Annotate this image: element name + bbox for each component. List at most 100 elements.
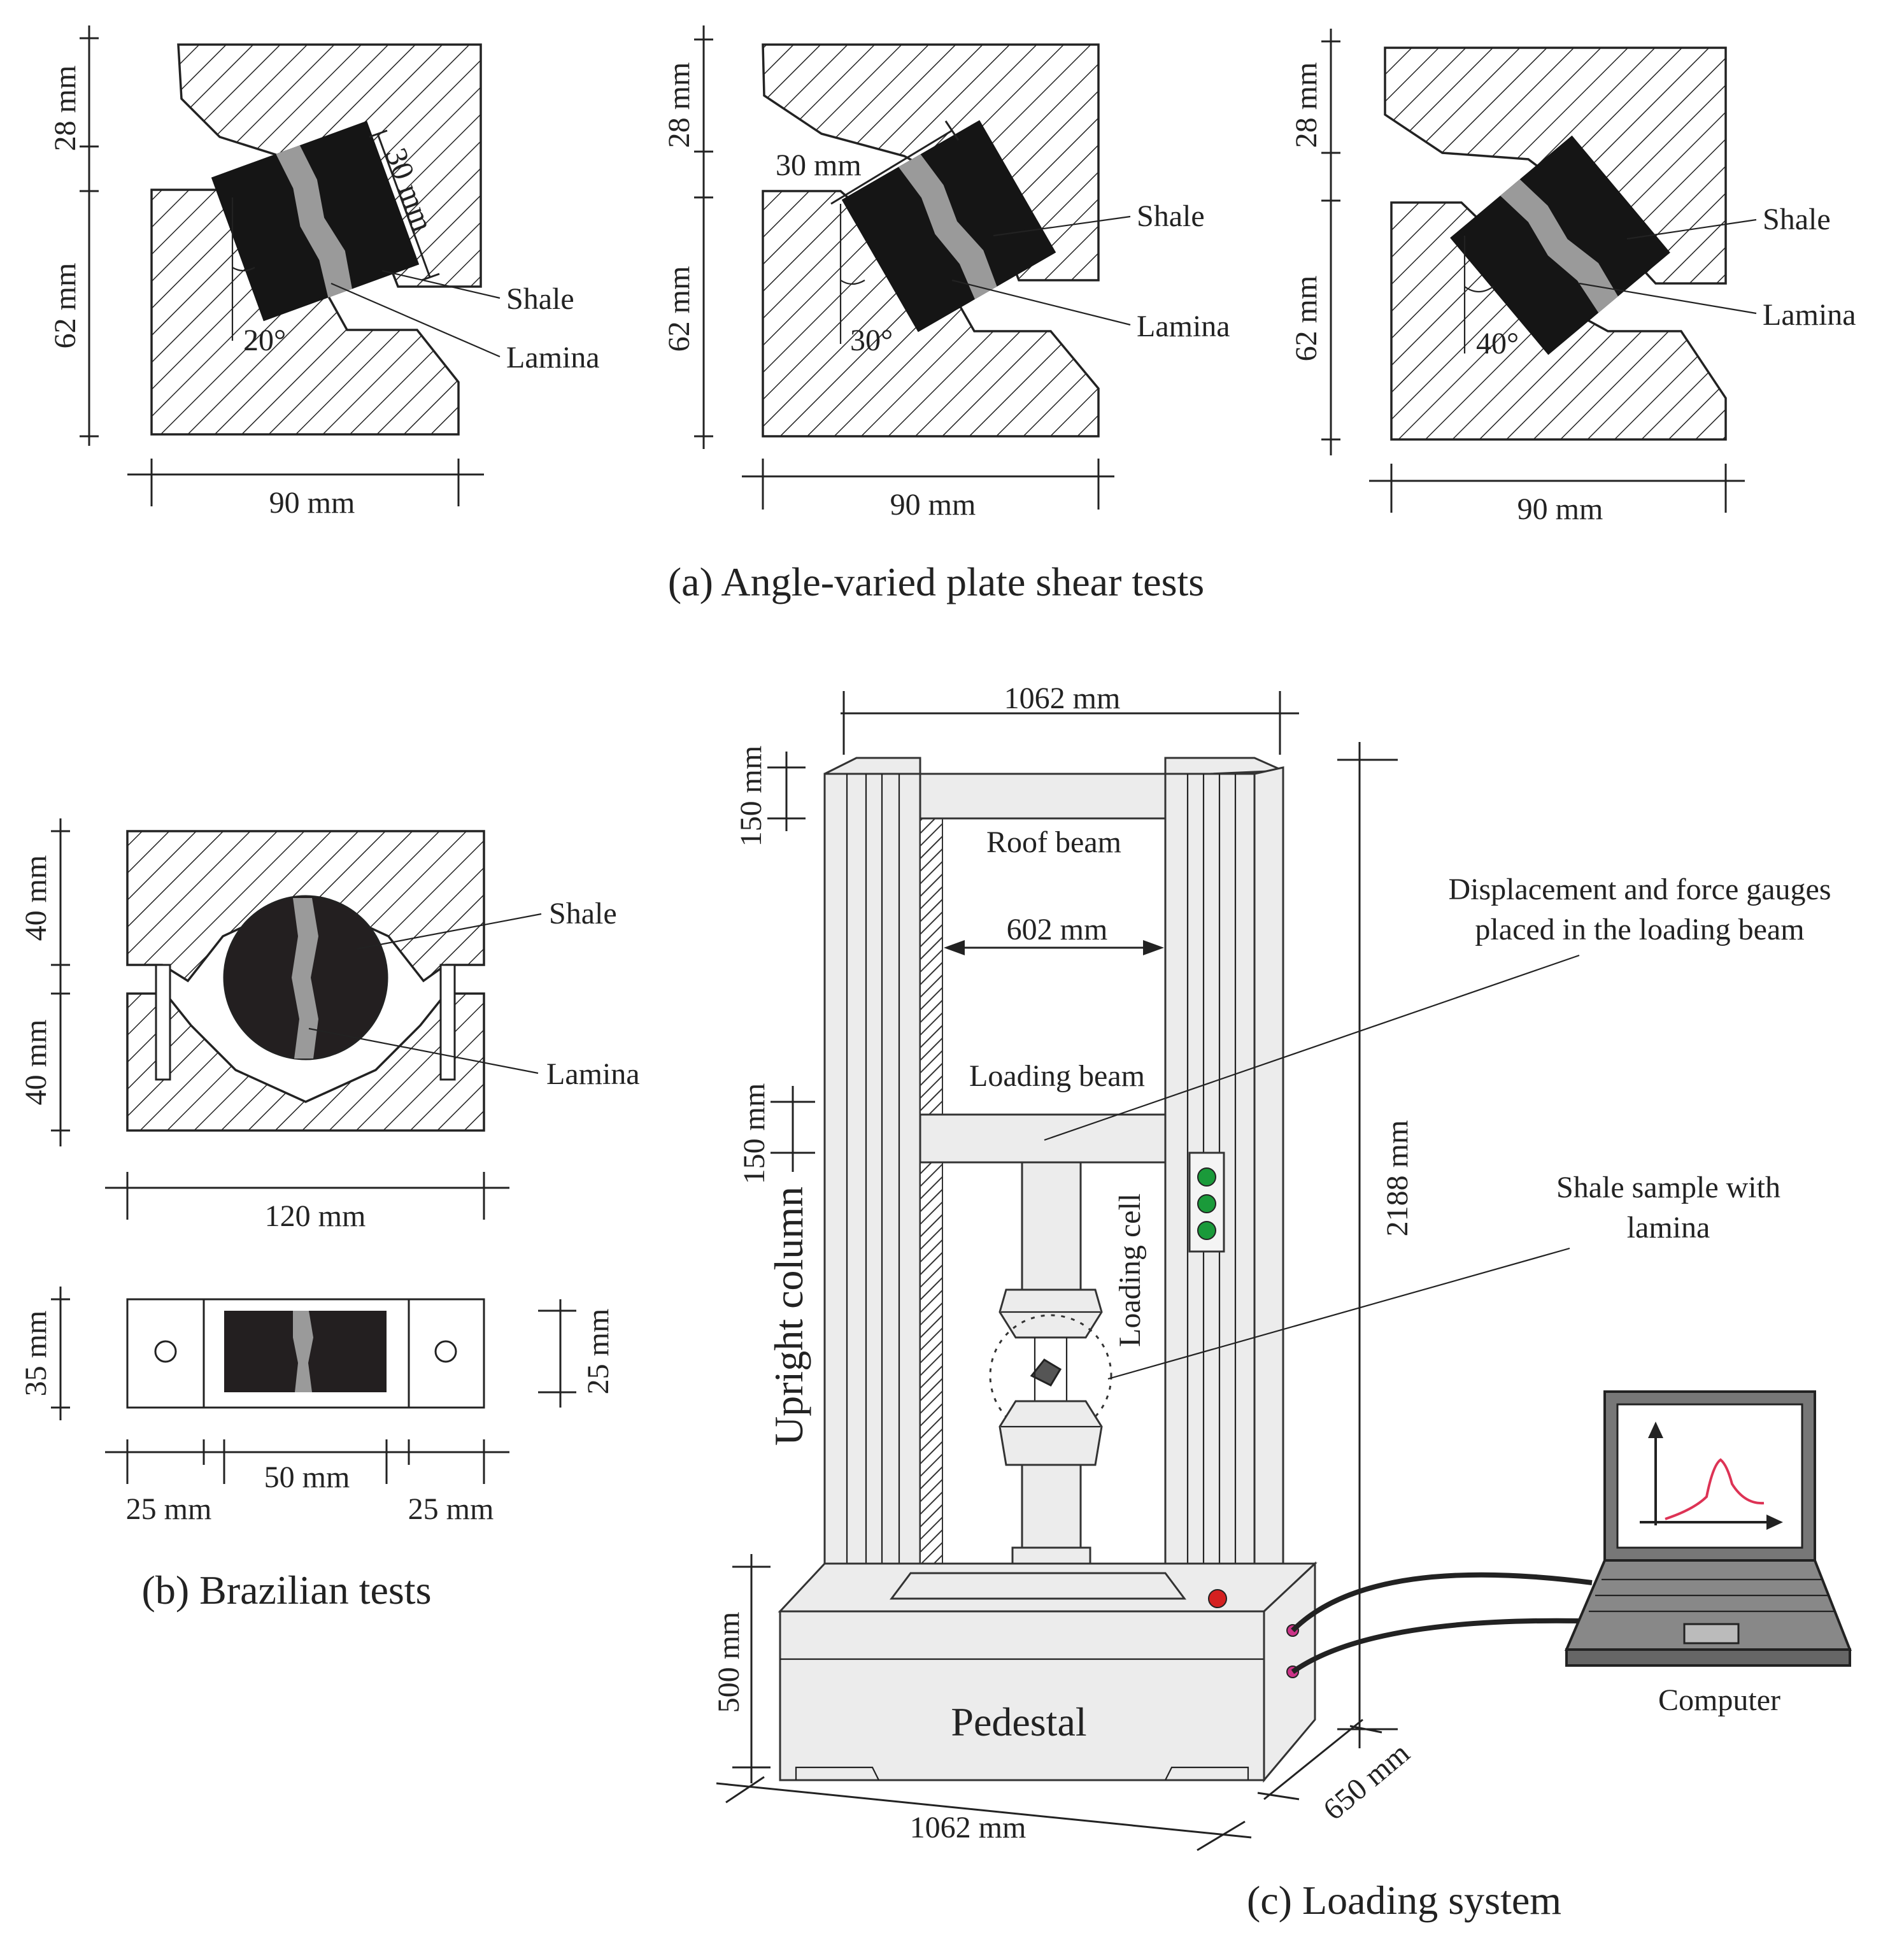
height-dimension: 28 mm 62 mm xyxy=(1289,29,1340,455)
sample-label-line1: Shale sample with xyxy=(1556,1171,1780,1204)
top-height-label: 28 mm xyxy=(1289,62,1323,148)
shale-label: Shale xyxy=(1763,203,1831,236)
plan-width-dimensions: 25 mm 50 mm 25 mm xyxy=(105,1439,509,1526)
indicator-light xyxy=(1197,1167,1216,1187)
left-margin-label: 25 mm xyxy=(126,1492,212,1526)
shear-unit-20: 20° 30 mm Shale Lamina 28 mm 62 mm xyxy=(48,25,600,520)
lamina-label: Lamina xyxy=(1763,298,1856,332)
width-dimension: 120 mm xyxy=(105,1172,509,1233)
lamina-band xyxy=(292,898,318,1059)
cable xyxy=(1291,1572,1593,1632)
lamina-band xyxy=(293,1311,313,1392)
angle-label: 40° xyxy=(1476,327,1519,360)
bottom-width-label: 1062 mm xyxy=(910,1811,1027,1844)
hole-right xyxy=(434,1340,457,1363)
indicator-light xyxy=(1197,1221,1216,1240)
beam-height-label: 150 mm xyxy=(737,1083,771,1185)
depth-label: 650 mm xyxy=(1317,1736,1416,1827)
lamina-label: Lamina xyxy=(1137,310,1230,343)
load-rod-lower xyxy=(1021,1464,1082,1549)
roof-height-label: 150 mm xyxy=(734,746,768,847)
bottom-height-label: 62 mm xyxy=(48,263,82,349)
top-height-label: 40 mm xyxy=(19,855,53,941)
roof-height-dimension: 150 mm xyxy=(734,746,806,847)
sample-length-label: 30 mm xyxy=(776,148,862,182)
pedestal: Pedestal xyxy=(778,1561,1318,1783)
column-body xyxy=(823,773,921,1594)
hole-left xyxy=(154,1340,177,1363)
right-margin-label: 25 mm xyxy=(408,1492,494,1526)
width-dimension: 90 mm xyxy=(1369,464,1745,526)
total-height-dimension: 2188 mm xyxy=(1337,742,1414,1748)
panel-b-caption: (b) Brazilian tests xyxy=(142,1567,432,1613)
lamina-band xyxy=(898,154,997,299)
lamina-band xyxy=(1500,179,1618,313)
top-height-label: 28 mm xyxy=(662,62,696,148)
shear-unit-40: 40° Shale Lamina 28 mm 62 mm 90 mm xyxy=(1289,29,1856,526)
guide-pin-left xyxy=(155,964,171,1081)
plate-height-label: 35 mm xyxy=(19,1311,53,1397)
pedestal-front xyxy=(779,1610,1265,1781)
lead-screw xyxy=(920,815,943,1567)
upright-column-label: Upright column xyxy=(766,1187,811,1446)
shale-label: Shale xyxy=(506,282,574,316)
height-dimension: 28 mm 62 mm xyxy=(662,25,713,449)
upright-column-left xyxy=(823,757,943,1594)
bottom-height-label: 62 mm xyxy=(1289,276,1323,362)
angle-label: 20° xyxy=(243,324,286,357)
top-width-label: 1062 mm xyxy=(1004,681,1121,715)
panel-a: 20° 30 mm Shale Lamina 28 mm 62 mm xyxy=(48,25,1856,604)
sample-width-label: 50 mm xyxy=(264,1460,350,1494)
width-label: 90 mm xyxy=(1517,492,1603,526)
upright-column-right xyxy=(1164,757,1284,1594)
width-label: 90 mm xyxy=(890,488,976,522)
beam-height-dimension: 150 mm xyxy=(737,1083,815,1185)
panel-a-caption: (a) Angle-varied plate shear tests xyxy=(668,559,1204,604)
lamina-label: Lamina xyxy=(546,1057,640,1091)
test-sample xyxy=(1030,1359,1062,1387)
inner-width-label: 602 mm xyxy=(1007,913,1108,946)
brazilian-plan-view: 35 mm 25 mm 25 mm 50 mm 25 mm xyxy=(19,1287,615,1526)
width-dimension: 90 mm xyxy=(127,459,484,520)
laptop-screen xyxy=(1616,1403,1803,1549)
panel-c-caption: (c) Loading system xyxy=(1247,1878,1561,1923)
width-dimension: 90 mm xyxy=(742,459,1114,522)
brazilian-lower-die xyxy=(126,992,485,1132)
loading-cell-label: Loading cell xyxy=(1113,1194,1147,1347)
gauges-label-line2: placed in the loading beam xyxy=(1475,913,1804,946)
cable xyxy=(1291,1618,1580,1674)
load-rod-upper xyxy=(1021,1161,1082,1291)
pedestal-label: Pedestal xyxy=(951,1699,1086,1744)
lower-grip xyxy=(998,1400,1103,1466)
bottom-height-label: 62 mm xyxy=(662,266,696,352)
bottom-height-label: 40 mm xyxy=(19,1020,53,1106)
top-width-dimension: 1062 mm xyxy=(841,681,1299,755)
shale-label: Shale xyxy=(1137,199,1205,233)
gauges-label-line1: Displacement and force gauges xyxy=(1448,873,1831,906)
panel-b: Shale Lamina 40 mm 40 mm 120 mm xyxy=(19,818,640,1613)
computer: Computer xyxy=(1291,1390,1852,1717)
roof-beam-label: Roof beam xyxy=(986,825,1121,859)
total-height-label: 2188 mm xyxy=(1381,1120,1414,1237)
sample-length-dimension: 30 mm xyxy=(776,120,960,205)
shear-unit-30: 30° 30 mm Shale Lamina 28 mm 62 mm xyxy=(662,25,1230,522)
width-label: 120 mm xyxy=(265,1199,366,1233)
loading-beam xyxy=(919,1113,1167,1164)
guide-pin-right xyxy=(439,964,456,1081)
indicator-light xyxy=(1197,1194,1216,1213)
touchpad xyxy=(1683,1623,1740,1644)
loading-assembly: Loading cell xyxy=(989,1161,1147,1568)
angle-label: 30° xyxy=(850,324,893,357)
sample-height-dimension: 25 mm xyxy=(538,1299,615,1408)
height-dimension: 40 mm 40 mm xyxy=(19,818,70,1146)
top-height-label: 28 mm xyxy=(48,66,82,152)
inner-width-dimension: 602 mm xyxy=(944,913,1164,955)
plate-height-dimension: 35 mm xyxy=(19,1287,70,1420)
width-label: 90 mm xyxy=(269,486,355,520)
sample-label-line2: lamina xyxy=(1627,1211,1710,1245)
stop-button xyxy=(1208,1589,1227,1608)
loading-beam-label: Loading beam xyxy=(969,1059,1145,1093)
pedestal-height-label: 500 mm xyxy=(712,1612,746,1713)
height-dimension: 28 mm 62 mm xyxy=(48,25,99,446)
